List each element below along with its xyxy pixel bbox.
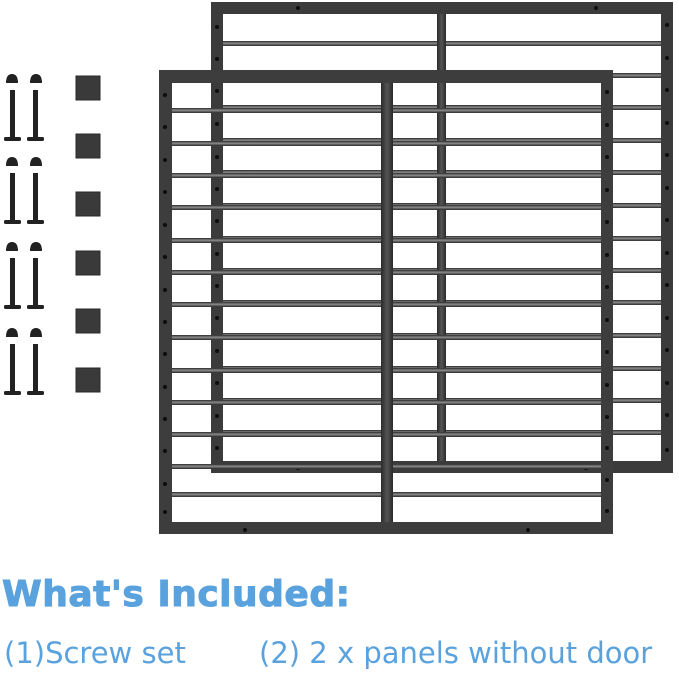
front-panel [159,70,613,534]
product-image [4,2,673,534]
screw-set [4,74,44,395]
fence-panels-illustration [4,2,673,534]
screw-pair-2 [4,157,44,224]
included-item-panels: (2) 2 x panels without door [259,636,653,670]
screw-pair-3 [4,242,44,309]
included-item-screw-set: (1)Screw set [4,636,186,670]
whats-included-heading: What's Included: [2,574,351,616]
screw-pair-1 [4,74,44,141]
screw-pair-4 [4,328,44,395]
square-pads [75,75,101,393]
